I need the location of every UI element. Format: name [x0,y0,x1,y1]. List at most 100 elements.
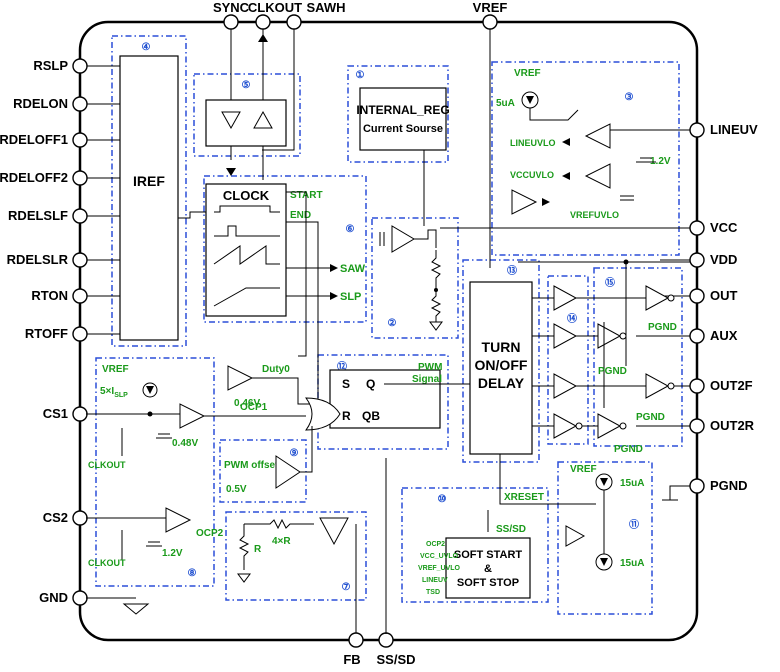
soft-start-block [445,537,531,599]
pin-clkout [255,14,271,30]
pgnd-label-3: PGND [636,412,665,423]
pin-vref [482,14,498,30]
islp-label: 5×ISLP [100,386,128,399]
current-source-15ua-b-arrow [600,558,608,566]
pin-label-pgnd: PGND [710,478,748,493]
clock-waveform-1 [214,205,280,213]
block-number-10: ⑩ [438,494,447,505]
clock-waveform-2 [214,225,280,237]
saw-arrow [330,264,338,272]
duty0-label: Duty0 [262,364,290,375]
regulator-ground [429,321,443,331]
clkout-arrow [258,34,268,42]
soft-start-line3: SOFT STOP [457,577,519,589]
sync-input-buffer [221,111,241,130]
ocp1-comparator [179,403,206,429]
current-source-islp-arrow [146,386,154,394]
pin-label-out2f: OUT2F [710,378,753,393]
pin-label-fb: FB [343,652,360,667]
clkout-label-b: CLKOUT [88,558,126,568]
internal-reg-title: INTERNAL_REG [356,103,449,117]
pin-label-rdeloff2: RDELOFF2 [0,170,68,185]
pin-ss-sd [378,632,394,648]
block-10-frame [401,487,549,603]
clock-waveform-slope [213,287,280,307]
block-number-11: ⑪ [629,518,639,531]
soft-input-lineuv: LINEUV [422,577,448,584]
regulator-opamp [391,225,415,253]
block-15-frame [593,267,683,447]
sr-latch-block [329,369,441,429]
vccuvlo-arrow [562,172,570,180]
voltage-05v-label: 0.5V [226,484,247,495]
soft-start-line1: SOFT START [454,549,523,561]
soft-input-ocp2: OCP2 [426,541,445,548]
pgnd-label-1: PGND [648,322,677,333]
pin-label-out: OUT [710,288,738,303]
pin-label-sync: SYNC [213,0,250,15]
sr-s-label: S [342,377,350,391]
soft-input-vref-uvlo: VREF_UVLO [418,565,461,572]
current-source-15ua-a-arrow [600,478,608,486]
cs1-node [147,411,153,417]
pin-label-clkout: CLKOUT [248,0,302,15]
internal-reg-subtitle: Current Sourse [363,123,443,135]
block-13-frame [462,259,540,463]
res-r [238,524,250,570]
ss-sd-internal-label: SS/SD [496,524,526,535]
block-1-frame [347,65,449,163]
pgnd-wire [669,485,690,500]
pin-label-rdelslr: RDELSLR [7,252,69,267]
pin-label-ss-sd: SS/SD [376,652,415,667]
vccuvlo-label: VCCUVLO [510,170,554,180]
block-number-8: ⑧ [188,568,197,579]
ocp1-label: OCP1 [240,402,268,413]
turn-delay-line2: ON/OFF [475,357,528,373]
duty0-comparator [227,365,254,391]
vref-label-a: VREF [514,68,541,79]
pin-label-rslp: RSLP [33,58,68,73]
pwm-signal-line2: Signal [412,374,442,385]
block-number-3: ③ [625,92,634,103]
pwm-offset-label: PWM offset [224,460,279,471]
pin-label-lineuv: LINEUV [710,122,758,137]
clkout-output-buffer [253,110,273,129]
turn-delay-line3: DELAY [478,375,525,391]
pin-label-sawh: SAWH [307,0,346,15]
current-5ua-label: 5uA [496,98,515,109]
clock-block [205,183,287,317]
pin-fb [348,632,364,648]
slp-arrow [330,292,338,300]
pin-label-rdeloff1: RDELOFF1 [0,132,68,147]
current-15ua-a-label: 15uA [620,478,644,489]
vrefuvlo-arrow [542,198,550,206]
pin-label-aux: AUX [710,328,738,343]
pin-label-vdd: VDD [710,252,737,267]
iref-label: IREF [133,173,165,189]
sr-r-label: R [342,409,351,423]
clock-end-label: END [290,210,311,221]
internal-reg-block [359,87,447,151]
block-4-frame [111,35,187,347]
block-number-1: ① [356,70,365,81]
pwm-comparator [275,455,301,489]
soft-inverter [565,525,586,547]
soft-start-line2: & [484,563,492,575]
gnd-symbol [122,603,150,615]
lineuvlo-arrow [562,138,570,146]
pin-sawh [286,14,302,30]
left-pins [72,58,120,606]
res-4r [244,518,314,530]
block-9-frame [219,439,307,503]
regulator-pass-wire [414,229,437,248]
lineuvlo-comparator [584,123,611,149]
turn-delay-line1: TURN [482,339,521,355]
block-3-frame [491,61,680,256]
current-source-5ua-arrow [526,96,534,104]
pgnd-label-2: PGND [598,366,627,377]
pin-label-cs2: CS2 [43,510,68,525]
sync-buffer-box [205,99,287,147]
block-number-12: ⑫ [337,360,347,373]
sr-q-label: Q [366,377,375,391]
pin-label-vref: VREF [473,0,508,15]
